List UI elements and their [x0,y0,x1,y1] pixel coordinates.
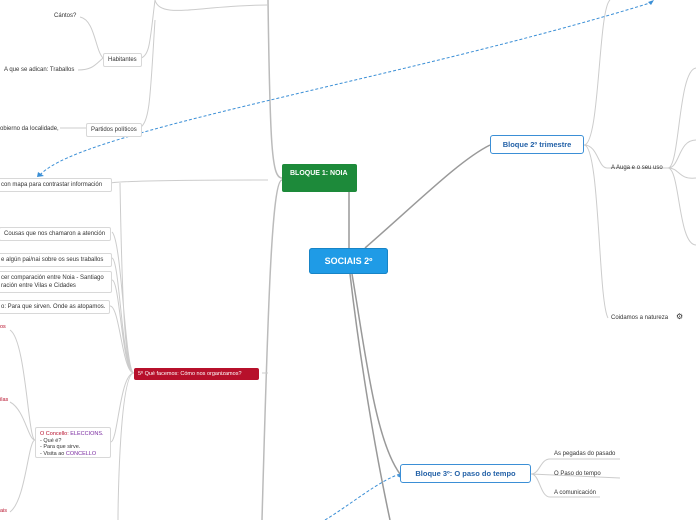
connector-central-down [349,273,391,520]
dashed-link-top [39,2,651,176]
subtopic-pai-nai[interactable]: e algún pai/nai sobre os seus traballos [0,253,112,267]
subtopic-comparacion[interactable]: cer comparación entre Noia - Santiago ra… [0,271,112,293]
edge-fragment-ilas[interactable]: ilas [0,397,9,403]
subtopic-pegadas[interactable]: As pegadas do pasado [554,451,616,457]
gear-arrow-icon: ⚙ [676,312,684,321]
concello-line-3: - Para que sirve. [40,444,81,450]
dashed-arrow-top [648,0,654,5]
subtopic-goberno[interactable]: obierno da localidade, [0,126,59,132]
connector-central-bloque3 [351,273,401,475]
connector-bloque1-vertical [261,0,283,520]
subtopic-concello[interactable]: O Concello: ELECCIONS. - Qué é? - Para q… [35,427,111,458]
concello-prefix: O Concello: [40,431,71,437]
connector-upper-left [60,0,269,129]
connector-lower-left [109,179,269,520]
subtopic-adican[interactable]: A que se adican: Traballos [4,67,75,73]
concello-line-1: O Concello: ELECCIONS. [40,431,106,438]
central-topic[interactable]: SOCIAIS 2º [309,248,388,274]
subtopic-auga[interactable]: A Auga e o seu uso [611,165,663,171]
dashed-link-bottom [324,473,401,520]
connector-bloque3-children [530,458,621,498]
subtopic-cantos[interactable]: Cántos? [54,13,77,19]
connector-concello-left [9,329,36,513]
concello-line-4: - Visita ao CONCELLO [40,451,106,458]
subtopic-habitantes[interactable]: Habitantes [103,53,142,67]
dashed-arrow-left [37,172,44,177]
comparacion-line-2: ración entre Vilas e Cidades [1,283,76,289]
topic-bloque2[interactable]: Bloque 2º trimestre [490,135,584,154]
topic-organizamos[interactable]: 5º Qué facemos: Cómo nos organizamos? [134,368,259,380]
concello-elections: ELECCIONS. [70,431,104,437]
subtopic-partidos[interactable]: Partidos políticos [86,123,142,137]
edge-fragment-ais[interactable]: ais [0,508,8,514]
subtopic-comunicacion[interactable]: A comunicación [554,490,597,496]
edge-fragment-os[interactable]: os [0,324,6,330]
subtopic-cousas[interactable]: Cousas que nos chamaron a atención [0,227,111,241]
concello-line-2: - Qué é? [40,437,62,444]
concello-visit: CONCELLO [65,450,97,457]
concello-line4-prefix: - Visita ao [40,450,66,457]
subtopic-coidamos[interactable]: Coidamos a natureza [611,315,669,321]
subtopic-paso-tempo[interactable]: O Paso do tempo [554,471,601,477]
connector-bloque2-children [583,0,696,319]
comparacion-line-1: cer comparación entre Noia - Santiago [1,275,104,281]
topic-bloque3[interactable]: Bloque 3º: O paso do tempo [400,464,531,483]
connector-central-bloque2 [364,144,491,249]
subtopic-mapa[interactable]: con mapa para contrastar información [0,178,112,192]
topic-bloque1[interactable]: BLOQUE 1: NOIA [282,164,357,192]
subtopic-sirven[interactable]: o: Para que sirven. Onde as atopamos. [0,300,110,314]
